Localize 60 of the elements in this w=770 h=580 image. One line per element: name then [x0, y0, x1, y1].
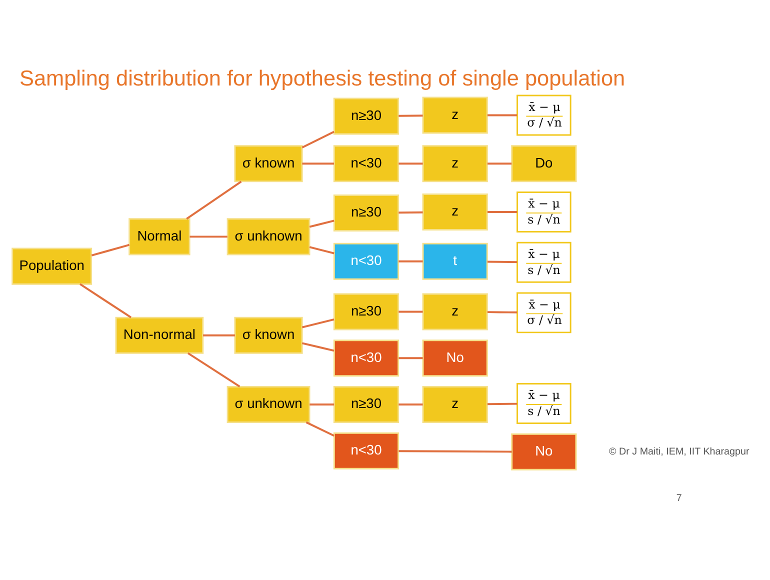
node-box: n≥30 — [333, 98, 400, 135]
connector — [398, 260, 423, 262]
connector — [302, 342, 334, 352]
connector — [487, 402, 518, 406]
connector — [487, 211, 518, 213]
diagram-title: Sampling distribution for hypothesis testing of single population — [19, 65, 626, 90]
node-box: t — [422, 242, 488, 280]
connector — [302, 130, 334, 148]
node-box: σ unknown — [226, 218, 310, 256]
connector — [186, 180, 242, 220]
node-box: n<30 — [333, 242, 400, 280]
node-box: n<30 — [333, 432, 400, 470]
connector — [398, 450, 512, 453]
connector — [487, 114, 518, 116]
node-box: z — [422, 386, 488, 424]
connector — [487, 162, 512, 165]
node-box: Do — [511, 145, 577, 182]
connector — [309, 220, 334, 228]
connector — [302, 318, 334, 328]
connector — [190, 236, 228, 238]
node-box: No — [511, 433, 577, 470]
node-box: x̄ − μ s / √n — [516, 383, 572, 424]
node-box: z — [422, 293, 488, 330]
node-box: x̄ − μ s / √n — [516, 242, 572, 283]
connector — [310, 404, 334, 406]
label: 7 — [676, 492, 682, 504]
node-box: z — [422, 96, 488, 134]
node-box: Population — [12, 248, 92, 285]
node-box: Non-normal — [115, 316, 204, 354]
node-box: n≥30 — [333, 293, 400, 330]
connector — [306, 421, 334, 437]
connector — [487, 311, 518, 314]
node-box: σ unknown — [226, 386, 310, 424]
node-box: n<30 — [333, 340, 400, 377]
label: © Dr J Maiti, IEM, IIT Kharagpur — [609, 446, 750, 458]
node-box: x̄ − μ s / √n — [516, 192, 572, 232]
node-box: n≥30 — [333, 386, 400, 424]
node-box: No — [422, 340, 488, 377]
connector — [398, 162, 423, 165]
node-box: n≥30 — [333, 194, 400, 232]
node-box: x̄ − μ σ / √n — [516, 94, 572, 136]
connector — [187, 352, 240, 388]
node-box: z — [422, 194, 488, 231]
node-box: z — [422, 145, 488, 182]
connector — [91, 244, 130, 256]
connector — [398, 357, 423, 360]
connector — [80, 283, 132, 318]
connector — [398, 404, 423, 406]
connector — [398, 211, 423, 214]
node-box: σ known — [234, 316, 303, 354]
connector — [302, 162, 334, 165]
node-box: n<30 — [333, 145, 400, 182]
connector — [398, 310, 423, 313]
connector — [487, 260, 518, 264]
connector — [309, 246, 334, 254]
node-box: x̄ − μ σ / √n — [516, 292, 572, 334]
node-box: σ known — [234, 145, 303, 182]
connector — [203, 334, 235, 336]
node-box: Normal — [128, 218, 190, 256]
connector — [398, 114, 423, 117]
